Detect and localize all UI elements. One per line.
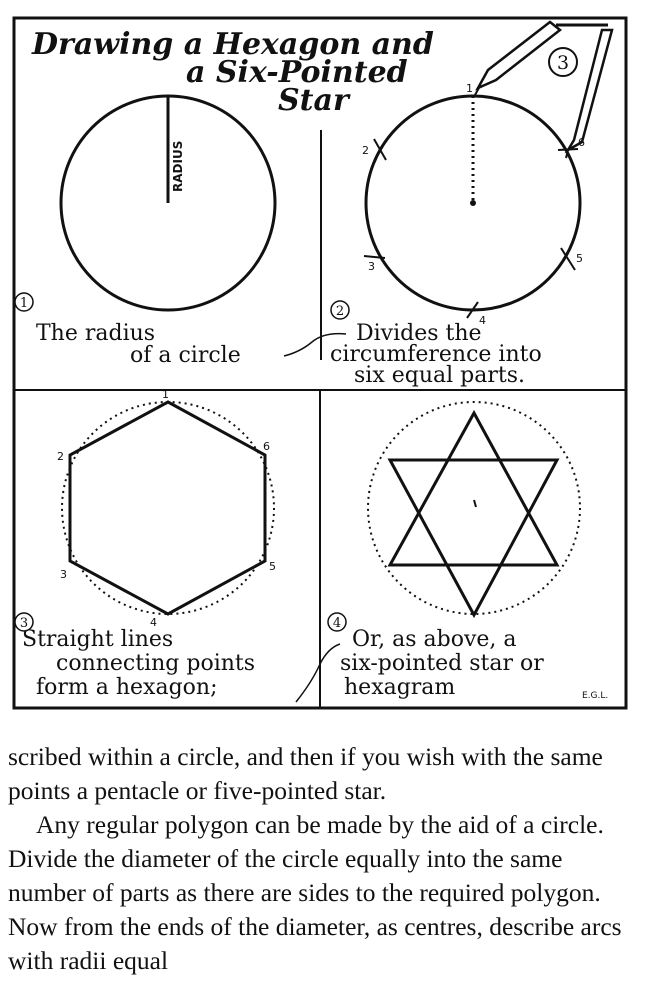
panel-3-caption-line-1: Straight lines	[22, 627, 173, 652]
star-triangle-up	[387, 409, 560, 567]
panel-3-index: 3	[20, 616, 28, 631]
panel-1-index-circle	[14, 292, 34, 312]
hexagon	[68, 400, 267, 616]
panel-2-index-circle	[330, 300, 350, 320]
panel-2-point-2: 2	[362, 144, 369, 157]
hexagon-star-illustration: Drawing a Hexagon and a Six-Pointed Star…	[12, 16, 628, 710]
panel-3-point-3: 3	[60, 568, 67, 581]
panel-2: 1 2 3 4 5 6 2 Divides the circumference …	[330, 82, 585, 388]
panel-3-point-5: 5	[269, 560, 276, 573]
panel-2-point-6: 6	[578, 136, 585, 149]
panel-3-point-2: 2	[57, 450, 64, 463]
tick-marks	[363, 138, 579, 319]
title-badge-number: 3	[557, 52, 569, 74]
panel-2-point-5: 5	[576, 252, 583, 265]
radius-label: RADIUS	[171, 141, 185, 192]
panel-2-point-4: 4	[479, 314, 486, 327]
panel-3-point-1: 1	[162, 388, 169, 401]
connector-curve-bottom	[295, 643, 341, 703]
connector-curve-top	[283, 332, 347, 357]
panel-2-caption-line-1: Divides the	[356, 321, 482, 346]
body-text: scribed within a circle, and then if you…	[8, 740, 638, 978]
panel-2-caption-line-2: circumference into	[330, 342, 542, 367]
title-line-2: a Six-Pointed	[186, 55, 408, 90]
panel-4-caption-line-2: six-pointed star or	[340, 651, 544, 676]
signature: E.G.L.	[582, 691, 608, 701]
star-triangle-down	[387, 458, 560, 619]
panel-4-index: 4	[333, 616, 341, 631]
panel-3-index-circle	[14, 612, 34, 632]
compass-icon	[474, 20, 614, 159]
panel-4-index-circle	[327, 612, 347, 632]
panel-2-point-1: 1	[466, 82, 473, 95]
panel-4-dotted-circle	[367, 401, 581, 615]
panel-3-point-6: 6	[263, 440, 270, 453]
panel-1-caption-line-1: The radius	[36, 321, 155, 346]
panel-3: 1 2 3 4 5 6 3 Straight lines connecting …	[14, 388, 341, 703]
panel-2-point-3: 3	[368, 260, 375, 273]
panel-4: 4 Or, as above, a six-pointed star or he…	[327, 401, 608, 701]
title-badge-circle	[548, 47, 578, 77]
paragraph-2: Any regular polygon can be made by the a…	[8, 810, 622, 975]
panel-2-caption-line-3: six equal parts.	[354, 363, 525, 388]
panel-1: RADIUS 1 The radius of a circle	[14, 94, 347, 368]
panel-3-dotted-circle	[61, 401, 275, 615]
panel-1-caption-line-2: of a circle	[130, 343, 241, 368]
panel-3-caption-line-3: form a hexagon;	[36, 675, 218, 700]
title-line-3: Star	[278, 83, 351, 118]
panel-3-caption-line-2: connecting points	[56, 651, 255, 676]
panel-1-index: 1	[20, 296, 28, 311]
panel-4-caption-line-1: Or, as above, a	[352, 627, 517, 652]
paragraph-1: scribed within a circle, and then if you…	[8, 742, 603, 805]
panel-4-caption-line-3: hexagram	[344, 675, 455, 700]
title-line-1: Drawing a Hexagon and	[31, 27, 434, 62]
panel-2-index: 2	[336, 304, 344, 319]
panel-3-point-4: 4	[150, 616, 157, 629]
